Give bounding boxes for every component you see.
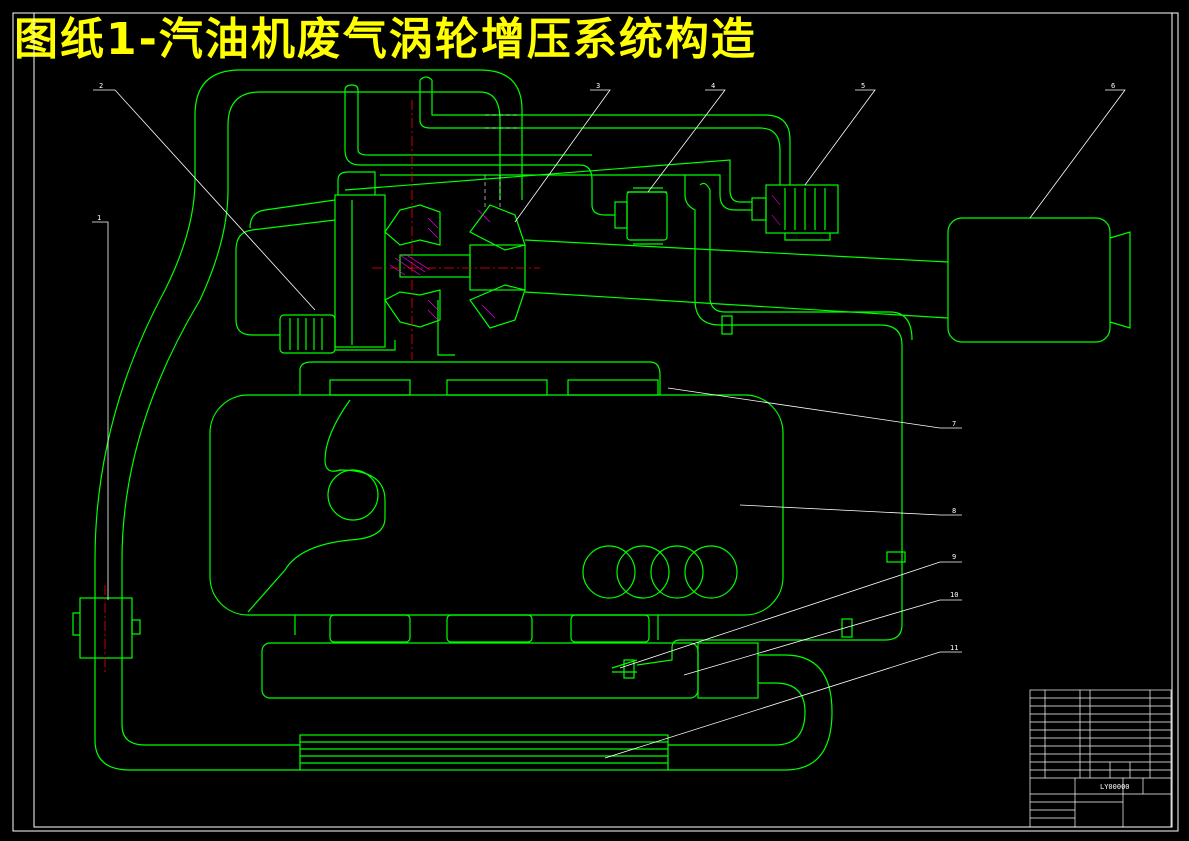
title-block	[1029, 689, 1172, 828]
callout-6: 6	[1111, 82, 1115, 90]
callout-3: 3	[596, 82, 600, 90]
callout-9: 9	[952, 553, 956, 561]
centerlines	[104, 100, 540, 675]
engine-schematic	[72, 69, 1131, 771]
callout-11: 11	[950, 644, 958, 652]
callout-7: 7	[952, 420, 956, 428]
callout-1: 1	[97, 214, 101, 222]
drawing-title: 图纸1-汽油机废气涡轮增压系统构造	[14, 14, 757, 65]
section-hatching	[389, 194, 781, 321]
callout-4: 4	[711, 82, 715, 90]
callout-numbers: 1 2 3 4 5 6 7 8 9 10 11	[97, 82, 1115, 652]
callout-5: 5	[861, 82, 865, 90]
drawing-frame-inner	[33, 12, 1173, 828]
callout-2: 2	[99, 82, 103, 90]
drawing-frame-outer	[12, 12, 1179, 832]
callout-8: 8	[952, 507, 956, 515]
callout-10: 10	[950, 591, 958, 599]
leader-lines	[92, 89, 1126, 759]
hidden-lines	[484, 114, 520, 210]
drawing-code: LY00000	[1100, 783, 1130, 791]
